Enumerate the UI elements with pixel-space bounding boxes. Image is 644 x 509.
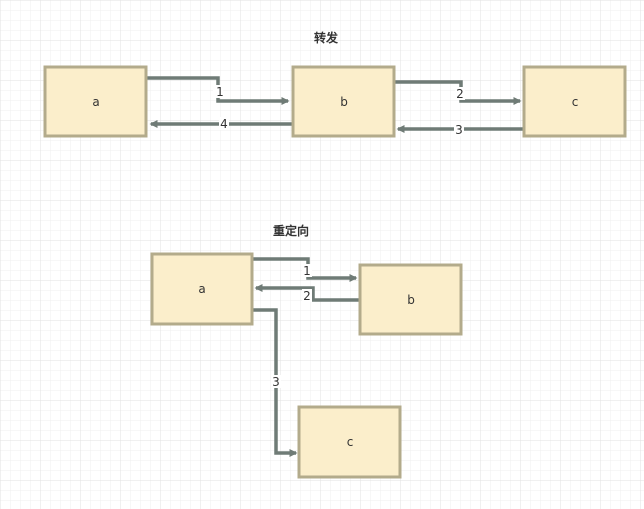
redirect-edge-3-label: 3 [272, 375, 280, 389]
forward-title: 转发 [314, 30, 339, 45]
forward-section: 转发 1 4 2 3 [43, 30, 627, 138]
forward-edge-1-label: 1 [216, 85, 224, 99]
forward-node-b[interactable]: b [291, 65, 396, 138]
redirect-node-a[interactable]: a [150, 252, 254, 326]
forward-edge-2-label: 2 [456, 87, 464, 101]
redirect-node-c-label: c [347, 435, 354, 449]
redirect-node-a-label: a [198, 282, 205, 296]
forward-edge-3-label: 3 [455, 123, 463, 137]
forward-node-c[interactable]: c [522, 65, 627, 138]
redirect-edge-2 [254, 284, 360, 302]
redirect-node-b[interactable]: b [358, 263, 463, 336]
redirect-title: 重定向 [273, 223, 309, 238]
forward-node-a-label: a [92, 95, 99, 109]
redirect-edge-2-label: 2 [303, 289, 311, 303]
redirect-section: 重定向 1 2 3 a b [150, 223, 463, 479]
forward-node-b-label: b [340, 95, 348, 109]
redirect-edge-1-label: 1 [303, 264, 311, 278]
forward-edge-4-label: 4 [220, 117, 228, 131]
redirect-node-c[interactable]: c [297, 405, 402, 479]
redirect-node-b-label: b [407, 293, 415, 307]
forward-node-c-label: c [572, 95, 579, 109]
forward-node-a[interactable]: a [43, 65, 148, 138]
